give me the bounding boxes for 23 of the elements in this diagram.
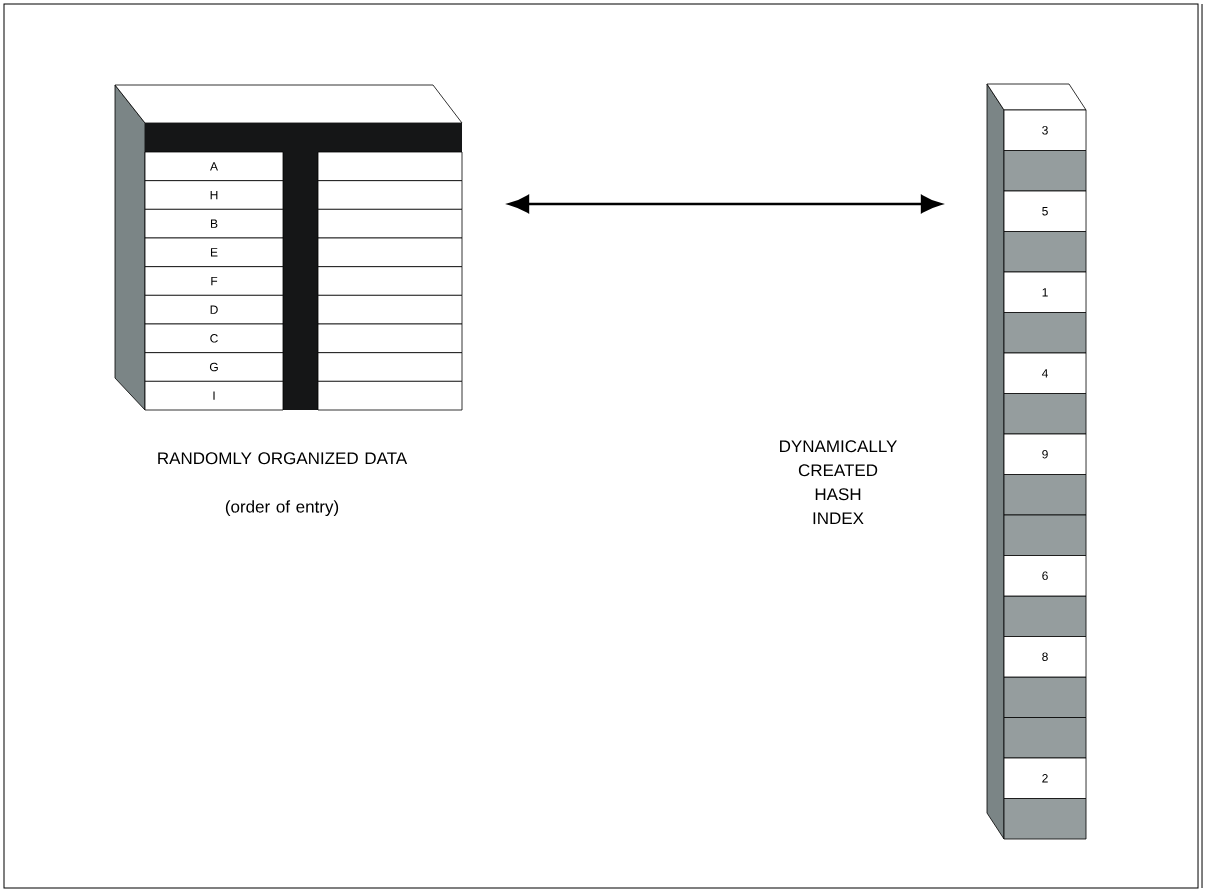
node-label: 3 <box>1042 126 1048 135</box>
table-drawing: A H B E F D C G I <box>114 84 463 411</box>
node-label: H <box>210 190 218 200</box>
node-label: 4 <box>1041 369 1048 378</box>
node-label: D <box>210 305 218 314</box>
caption-text: DYNAMICALLY CREATED HASH INDEX <box>780 440 897 525</box>
node-label: B <box>210 219 218 228</box>
caption-text: (order of entry) <box>225 500 339 517</box>
node-label: 1 <box>1042 288 1048 297</box>
hash-column-drawing: 3 5 1 4 9 6 8 2 <box>986 83 1087 840</box>
node-label: A <box>210 162 218 171</box>
double-arrow <box>508 195 942 213</box>
caption-text: RANDOMLY ORGANIZED DATA <box>158 452 408 465</box>
node-label: 8 <box>1042 652 1048 661</box>
node-label: F <box>211 276 218 286</box>
node-label: 9 <box>1042 450 1048 459</box>
node-label: I <box>213 391 215 400</box>
node-label: 6 <box>1042 571 1048 580</box>
node-label: 2 <box>1042 774 1048 783</box>
node-label: E <box>210 248 218 257</box>
node-label: G <box>209 362 218 372</box>
node-label: C <box>210 334 218 343</box>
node-label: 5 <box>1042 207 1048 216</box>
